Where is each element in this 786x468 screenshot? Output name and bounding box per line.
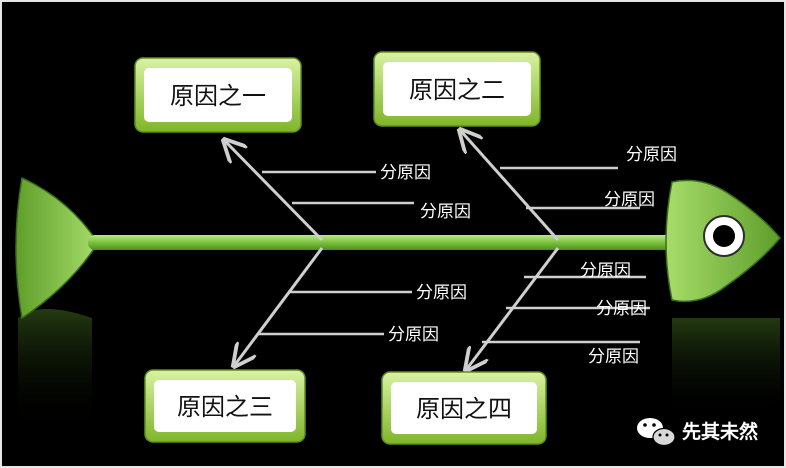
cause-label-1: 原因之一 (170, 82, 266, 110)
watermark-text: 先其未然 (682, 420, 758, 443)
cause-label-2: 原因之二 (409, 76, 505, 104)
sub-cause-label: 分原因 (626, 145, 677, 165)
cause-box-2: 原因之二 (373, 51, 541, 127)
branch-cause-3 (234, 247, 324, 366)
sub-cause-label: 分原因 (596, 299, 647, 319)
cause-box-1: 原因之一 (134, 57, 302, 133)
cause-box-4: 原因之四 (381, 371, 547, 445)
sub-cause-label: 分原因 (380, 163, 431, 183)
sub-cause-label: 分原因 (420, 202, 471, 222)
wechat-icon (637, 418, 676, 447)
cause-label-4: 原因之四 (416, 395, 512, 423)
cause-box-3: 原因之三 (144, 369, 306, 443)
branch-cause-2 (460, 130, 560, 241)
fish-tail (15, 176, 99, 320)
sub-cause-label: 分原因 (388, 325, 439, 345)
tail-reflection (18, 309, 92, 430)
head-reflection (672, 318, 780, 418)
sub-cause-label: 分原因 (588, 347, 639, 367)
watermark: 先其未然 (637, 418, 758, 447)
sub-cause-label: 分原因 (416, 283, 467, 303)
fish-spine (88, 235, 688, 250)
fish-eye-pupil (713, 225, 735, 247)
branch-cause-1 (224, 140, 324, 242)
cause-label-3: 原因之三 (177, 393, 273, 421)
sub-cause-label: 分原因 (580, 261, 631, 281)
sub-cause-label: 分原因 (604, 190, 655, 210)
